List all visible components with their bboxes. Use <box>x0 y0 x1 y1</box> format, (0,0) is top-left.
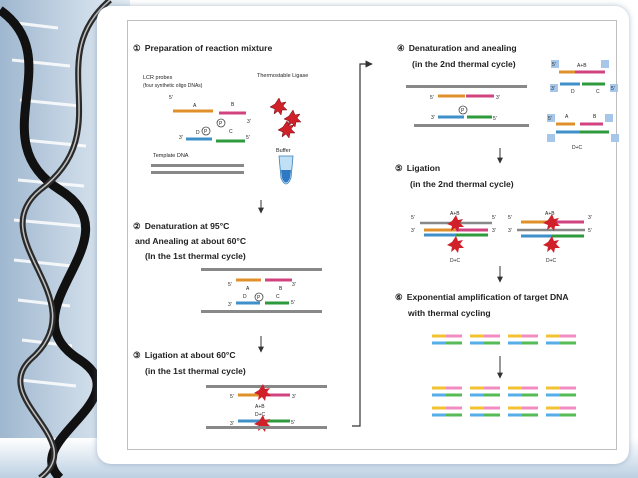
svg-text:B: B <box>279 286 283 292</box>
template-dna-label: Template DNA <box>153 153 189 159</box>
svg-text:3': 3' <box>508 228 512 234</box>
svg-text:5': 5' <box>492 215 496 221</box>
svg-text:5': 5' <box>228 282 232 288</box>
ligase-star-icon <box>254 415 271 432</box>
svg-text:B: B <box>231 102 235 108</box>
template-dna-strand <box>151 171 244 174</box>
svg-text:5': 5' <box>611 86 615 92</box>
svg-text:5': 5' <box>230 394 234 400</box>
step6-line2: with thermal cycling <box>407 308 491 318</box>
template-dna-strand <box>151 164 244 167</box>
svg-text:3': 3' <box>230 421 234 427</box>
svg-text:D: D <box>571 89 575 95</box>
svg-text:5': 5' <box>588 228 592 234</box>
svg-text:B: B <box>593 114 597 120</box>
svg-text:3': 3' <box>588 215 592 221</box>
ligase-star-icon <box>543 236 560 253</box>
svg-text:3': 3' <box>179 135 183 141</box>
ligation-product-left: 5' 3' A+B 5' 3' D+C <box>411 211 496 264</box>
svg-text:3': 3' <box>496 95 500 101</box>
svg-text:3': 3' <box>292 282 296 288</box>
phosphate-icon <box>216 118 226 128</box>
ligase-label: Thermostable Ligase <box>257 73 308 79</box>
svg-text:5': 5' <box>411 215 415 221</box>
svg-text:P: P <box>219 121 223 127</box>
ligase-star-icon <box>277 120 296 139</box>
svg-text:3': 3' <box>292 394 296 400</box>
svg-text:C: C <box>229 129 233 135</box>
svg-text:3': 3' <box>492 228 496 234</box>
svg-text:A+B: A+B <box>577 63 587 69</box>
svg-text:3': 3' <box>411 228 415 234</box>
svg-text:5': 5' <box>246 135 250 141</box>
svg-text:P: P <box>461 108 465 114</box>
step5-line2: (in the 2nd thermal cycle) <box>410 179 514 189</box>
ligase-star-icon <box>283 109 302 128</box>
svg-text:5': 5' <box>493 116 497 122</box>
svg-text:P: P <box>204 129 208 135</box>
svg-text:D+C: D+C <box>572 145 583 151</box>
step2-line3: (In the 1st thermal cycle) <box>145 251 246 261</box>
phosphate-icon <box>458 105 468 115</box>
svg-text:D: D <box>243 294 247 300</box>
svg-text:5': 5' <box>169 95 173 101</box>
buffer-label: Buffer <box>276 148 291 154</box>
ligase-star-icon <box>269 97 288 116</box>
phosphate-icon <box>201 126 211 136</box>
svg-text:5': 5' <box>548 116 552 122</box>
svg-text:D+C: D+C <box>450 258 461 264</box>
svg-text:5': 5' <box>291 420 295 426</box>
svg-text:A: A <box>565 114 569 120</box>
amplified-products <box>432 334 576 417</box>
svg-text:3': 3' <box>228 302 232 308</box>
svg-text:A: A <box>193 103 197 109</box>
ligase-star-icon <box>254 384 271 401</box>
svg-text:A+B: A+B <box>450 211 460 217</box>
ligase-star-icon <box>447 215 464 232</box>
annealed-product-mini: 5' A+B 3' D C 5' 5' A B D+C <box>547 60 619 151</box>
svg-text:5': 5' <box>291 300 295 306</box>
ligase-star-icon <box>543 214 560 231</box>
oligo-label: (four synthetic oligo DNAs) <box>143 83 203 89</box>
svg-text:D+C: D+C <box>546 258 557 264</box>
step2-line2: and Anealing at about 60°C <box>135 236 246 246</box>
svg-text:A: A <box>246 286 250 292</box>
svg-text:5': 5' <box>552 62 556 68</box>
svg-text:C: C <box>596 89 600 95</box>
svg-text:5': 5' <box>508 215 512 221</box>
svg-text:C: C <box>276 294 280 300</box>
lcr-probes-label: LCR probes <box>143 75 173 81</box>
svg-text:5': 5' <box>430 95 434 101</box>
dna-helix-graphic <box>0 0 112 478</box>
ligase-star-icon <box>447 236 464 253</box>
svg-text:P: P <box>257 295 261 301</box>
svg-text:A+B: A+B <box>545 211 555 217</box>
svg-text:3': 3' <box>431 115 435 121</box>
svg-text:D: D <box>196 130 200 136</box>
step4-line2: (in the 2nd thermal cycle) <box>412 59 516 69</box>
ligation-product-right: 5' 3' A+B 3' 5' D+C <box>508 211 592 264</box>
svg-text:3': 3' <box>247 119 251 125</box>
step3-line2: (in the 1st thermal cycle) <box>145 366 246 376</box>
svg-text:D+C: D+C <box>255 412 266 418</box>
svg-text:A+B: A+B <box>255 404 265 410</box>
cycle-connector-arrow <box>352 60 373 427</box>
svg-text:3': 3' <box>551 86 555 92</box>
phosphate-icon <box>254 292 264 302</box>
